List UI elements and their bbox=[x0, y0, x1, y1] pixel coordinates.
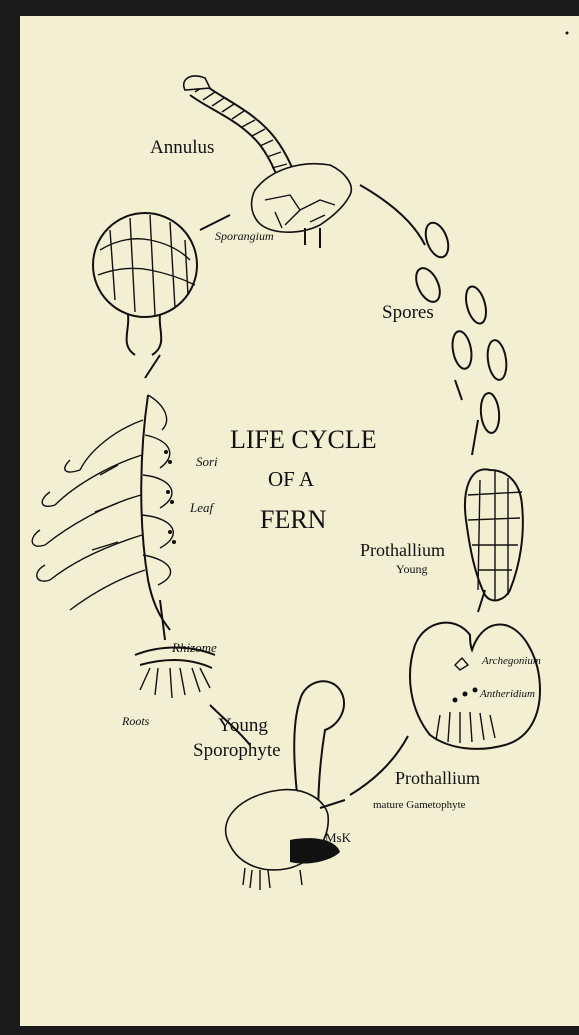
roots-label: Roots bbox=[121, 714, 150, 728]
young-sporophyte-label-1: Young bbox=[218, 715, 268, 736]
spores-label: Spores bbox=[382, 302, 434, 323]
antheridium-label: Antheridium bbox=[479, 688, 535, 700]
sporangium-label: Sporangium bbox=[215, 229, 274, 243]
rhizome-label: Rhizome bbox=[171, 640, 217, 655]
title-line-3: FERN bbox=[260, 505, 327, 534]
sori-label: Sori bbox=[196, 454, 218, 469]
prothallium-mature-label-1: Prothallium bbox=[395, 768, 480, 788]
annulus-label: Annulus bbox=[150, 137, 214, 158]
leaf-label: Leaf bbox=[189, 500, 216, 515]
prothallium-young-label-1: Prothallium bbox=[360, 540, 445, 560]
title-line-2: OF A bbox=[268, 467, 315, 491]
prothallium-mature-label-2: mature Gametophyte bbox=[373, 799, 466, 811]
bottom-border bbox=[0, 1026, 579, 1035]
left-border bbox=[0, 0, 20, 1035]
corner-dot bbox=[566, 32, 569, 35]
signature-label: MsK bbox=[325, 830, 352, 845]
prothallium-young-label-2: Young bbox=[396, 562, 427, 576]
young-sporophyte-label-2: Sporophyte bbox=[193, 740, 281, 761]
title-line-1: LIFE CYCLE bbox=[230, 425, 377, 454]
archegonium-label: Archegonium bbox=[481, 655, 541, 667]
top-border bbox=[0, 0, 579, 16]
